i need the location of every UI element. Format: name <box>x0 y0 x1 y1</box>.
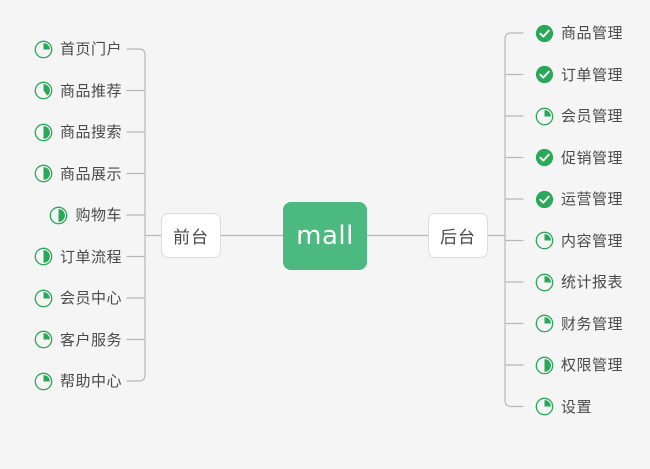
backend-item[interactable]: 统计报表 <box>535 267 623 297</box>
backend-item[interactable]: 内容管理 <box>535 226 623 256</box>
backend-item-label: 运营管理 <box>561 190 624 208</box>
pie-icon <box>535 314 554 333</box>
backend-item-label: 促销管理 <box>561 148 624 167</box>
pie-icon <box>34 372 53 391</box>
backend-item[interactable]: 会员管理 <box>535 101 623 131</box>
pie-icon <box>535 397 554 416</box>
pie-icon <box>49 206 68 225</box>
frontend-item-label: 商品搜索 <box>59 123 122 141</box>
frontend-item[interactable]: 帮助中心 <box>34 366 122 396</box>
backend-item-label: 权限管理 <box>561 356 624 374</box>
pie-icon <box>535 356 554 375</box>
backend-item[interactable]: 商品管理 <box>535 18 623 48</box>
node-backend[interactable]: 后台 <box>428 213 488 258</box>
frontend-item[interactable]: 首页门户 <box>34 34 122 64</box>
pie-icon <box>34 123 53 142</box>
backend-item[interactable]: 设置 <box>535 392 592 422</box>
frontend-item-label: 商品展示 <box>59 164 122 183</box>
check-circle-icon <box>535 148 554 167</box>
frontend-item[interactable]: 商品展示 <box>34 159 122 189</box>
node-root-mall[interactable]: mall <box>283 202 367 270</box>
frontend-item[interactable]: 商品推荐 <box>34 76 122 106</box>
frontend-item[interactable]: 订单流程 <box>34 242 122 272</box>
backend-item-label: 内容管理 <box>561 231 624 250</box>
node-backend-label: 后台 <box>440 228 476 248</box>
node-frontend[interactable]: 前台 <box>161 213 221 258</box>
backend-item[interactable]: 财务管理 <box>535 309 623 339</box>
pie-icon <box>34 289 53 308</box>
backend-item-label: 设置 <box>561 397 593 416</box>
pie-icon <box>34 164 53 183</box>
frontend-item-label: 购物车 <box>75 206 122 224</box>
frontend-item-label: 会员中心 <box>59 289 122 307</box>
pie-icon <box>535 231 554 250</box>
frontend-item[interactable]: 购物车 <box>49 200 122 230</box>
backend-item-label: 会员管理 <box>561 107 624 125</box>
frontend-item-label: 客户服务 <box>59 330 122 349</box>
frontend-item-label: 首页门户 <box>59 40 122 58</box>
backend-item-label: 商品管理 <box>561 24 624 42</box>
frontend-branch: 首页门户 商品推荐 商品搜索 商品展示 购物车 订单流程 会员中心 客户服务 帮… <box>0 0 130 469</box>
backend-item-label: 财务管理 <box>561 314 624 333</box>
frontend-item[interactable]: 客户服务 <box>34 325 122 355</box>
pie-icon <box>34 247 53 266</box>
frontend-item[interactable]: 会员中心 <box>34 283 122 313</box>
check-circle-icon <box>535 24 554 43</box>
frontend-item-label: 订单流程 <box>59 247 122 266</box>
check-circle-icon <box>535 65 554 84</box>
pie-icon <box>34 81 53 100</box>
pie-icon <box>535 107 554 126</box>
node-root-label: mall <box>296 221 354 251</box>
pie-icon <box>34 40 53 59</box>
backend-item[interactable]: 订单管理 <box>535 60 623 90</box>
check-circle-icon <box>535 190 554 209</box>
backend-item[interactable]: 权限管理 <box>535 350 623 380</box>
frontend-item-label: 帮助中心 <box>59 372 122 390</box>
node-frontend-label: 前台 <box>173 228 209 248</box>
backend-item[interactable]: 运营管理 <box>535 184 623 214</box>
pie-icon <box>535 273 554 292</box>
frontend-item[interactable]: 商品搜索 <box>34 117 122 147</box>
backend-item-label: 统计报表 <box>561 273 624 291</box>
pie-icon <box>34 330 53 349</box>
frontend-item-label: 商品推荐 <box>59 81 122 100</box>
backend-item[interactable]: 促销管理 <box>535 143 623 173</box>
backend-branch: 商品管理 订单管理 会员管理 促销管理 运营管理 内容管理 统计报表 财务管理 … <box>520 0 650 469</box>
backend-item-label: 订单管理 <box>561 65 624 84</box>
